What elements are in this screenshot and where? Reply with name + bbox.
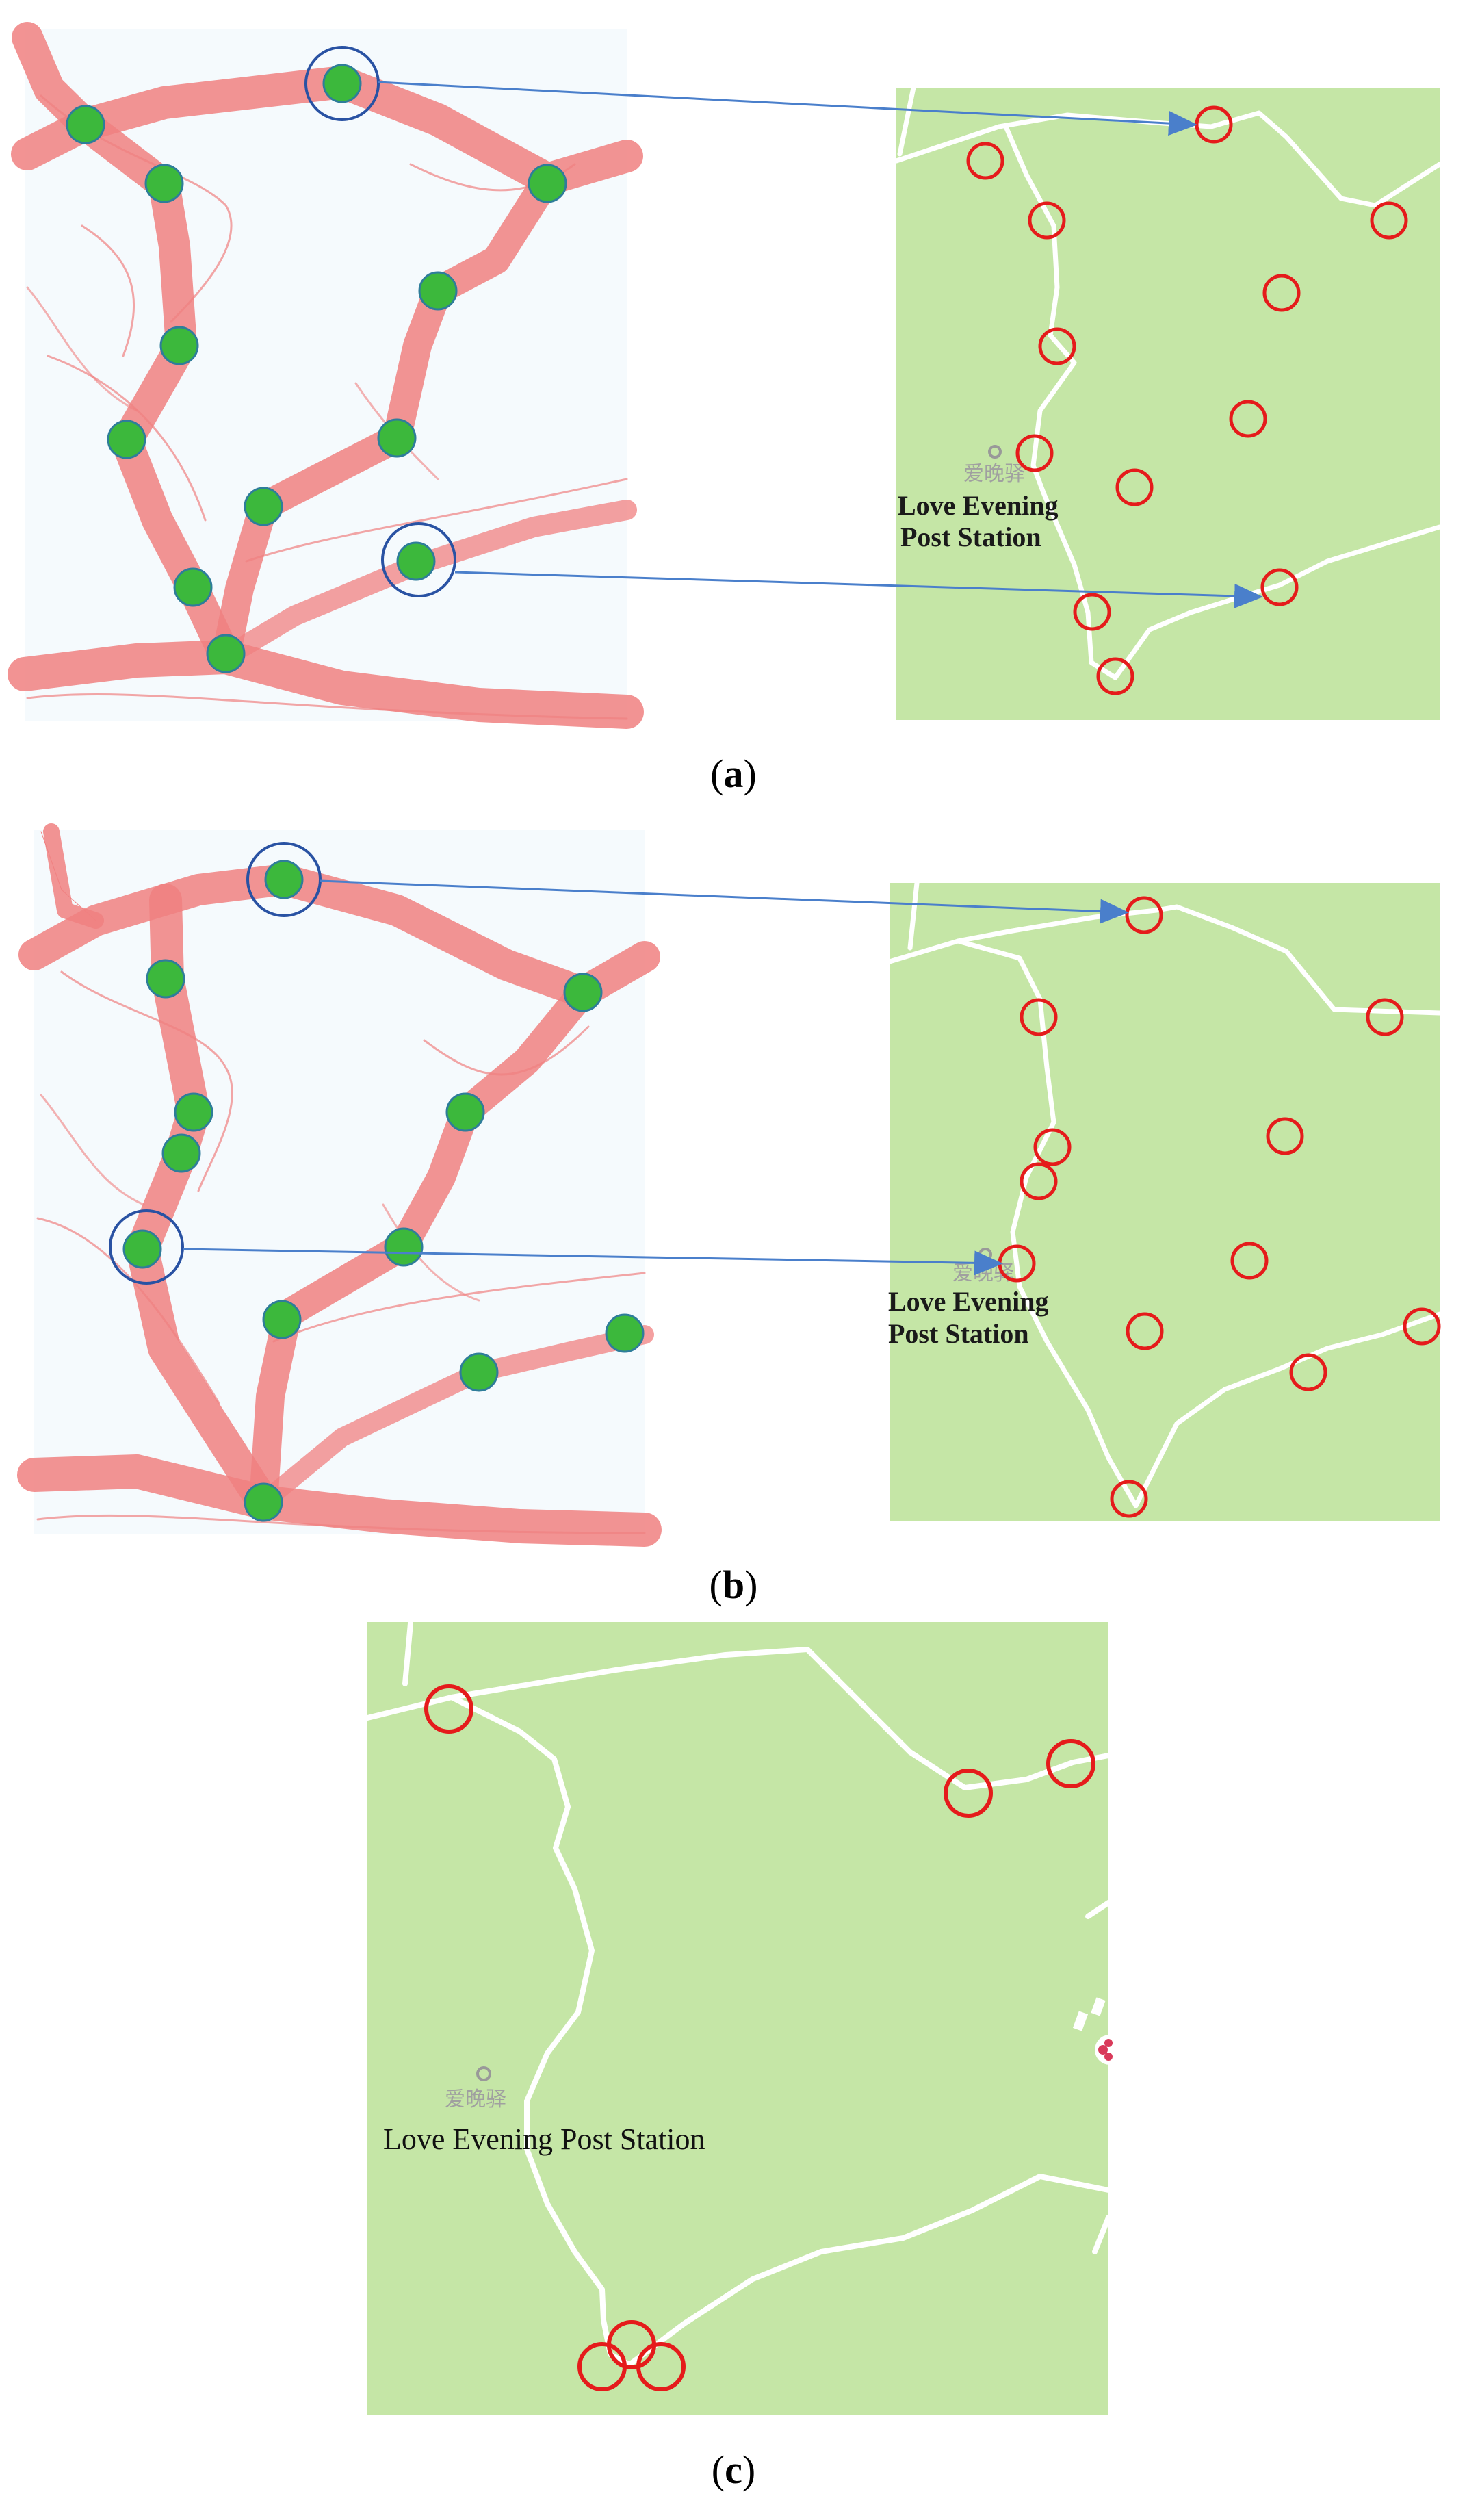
matched-point-marker	[424, 1684, 473, 1734]
trajectory-node	[418, 271, 458, 311]
match-arrow	[183, 1248, 1003, 1276]
panel-c-roads	[365, 1621, 1111, 2367]
matched-point-marker	[1266, 1117, 1304, 1155]
poi-chinese-label: 爱晚驿	[445, 2087, 506, 2111]
panel-a-nodes	[66, 64, 567, 673]
panel-b-nodes	[122, 860, 645, 1522]
panel-c-landmark	[1072, 1997, 1125, 2065]
matched-point-marker	[1028, 201, 1066, 240]
matched-point-marker	[1110, 1480, 1148, 1518]
panel-a-caption: (a)	[710, 751, 757, 796]
matched-point-marker	[1038, 327, 1076, 365]
matched-point-marker	[1096, 657, 1134, 695]
panel-a-map	[896, 88, 1440, 720]
poi-chinese-label: 爱晚驿	[963, 462, 1025, 486]
matched-point-marker	[1126, 1312, 1164, 1350]
matched-point-marker	[577, 2342, 627, 2391]
matched-point-marker	[1020, 1162, 1058, 1200]
poi-label-full: Love Evening Post Station	[383, 2122, 705, 2156]
matched-point-marker	[1230, 1242, 1269, 1280]
poi-pin-icon	[988, 445, 1002, 459]
attraction-icon-dot	[1104, 2039, 1113, 2047]
trajectory-node	[144, 164, 184, 203]
panel-b-markers	[998, 896, 1441, 1518]
trajectory-node	[264, 860, 304, 899]
panel-c-markers	[424, 1684, 1095, 2391]
attraction-icon	[1095, 2035, 1125, 2065]
poi-label-line2: Post Station	[900, 522, 1041, 552]
match-arrow	[378, 81, 1197, 136]
panel-c: 爱晚驿 Love Evening Post Station (c)	[365, 1621, 1125, 2492]
highlight-ring	[109, 1209, 184, 1285]
trajectory-node	[206, 634, 246, 673]
attraction-icon-dot	[1104, 2053, 1113, 2061]
trajectory-node	[66, 105, 105, 144]
trajectory-node	[122, 1229, 162, 1269]
trajectory-node	[244, 1482, 283, 1522]
trajectory-node	[445, 1092, 485, 1132]
poi-label-line1: Love Evening	[888, 1286, 1048, 1317]
panel-a: 爱晚驿 Love Evening Post Station (a)	[8, 22, 1442, 796]
matched-point-marker	[1403, 1307, 1441, 1346]
match-arrow	[454, 571, 1263, 608]
panel-b-caption: (b)	[710, 1563, 758, 1607]
matched-point-marker	[1366, 998, 1404, 1036]
trajectory-node	[396, 541, 436, 581]
highlight-ring	[381, 522, 456, 597]
matched-point-marker	[636, 2342, 686, 2391]
trajectory-node	[262, 1300, 302, 1339]
trajectory-node	[146, 959, 185, 999]
panel-a-poi: 爱晚驿 Love Evening Post Station	[898, 445, 1058, 552]
highlight-ring	[246, 842, 322, 917]
trajectory-node	[244, 487, 283, 526]
panel-c-map	[367, 1622, 1108, 2415]
poi-label-line2: Post Station	[888, 1318, 1029, 1349]
matched-point-marker	[1073, 593, 1111, 631]
poi-pin-icon	[476, 2066, 491, 2081]
trajectory-node	[322, 64, 362, 103]
matched-point-marker	[966, 142, 1004, 180]
trajectory-node	[174, 1092, 213, 1132]
trajectory-node	[161, 1133, 201, 1173]
panel-b-trajectory-plot	[34, 830, 645, 1534]
trajectory-node	[384, 1227, 424, 1267]
landmark-block	[1091, 1997, 1106, 2016]
trajectory-node	[173, 567, 213, 607]
trajectory-node	[605, 1313, 645, 1353]
matched-point-marker	[1015, 434, 1054, 472]
panel-b: 爱晚驿 Love Evening Post Station (b)	[17, 823, 1442, 1607]
matched-point-marker	[1289, 1353, 1327, 1391]
highlight-ring	[304, 46, 380, 121]
landmark-block	[1072, 2011, 1089, 2031]
trajectory-node	[107, 420, 146, 459]
panel-c-caption: (c)	[712, 2447, 755, 2492]
poi-label-line1: Love Evening	[898, 490, 1058, 521]
trajectory-node	[528, 164, 567, 203]
attraction-icon-dot	[1098, 2045, 1108, 2055]
trajectory-node	[159, 326, 199, 365]
panel-b-poi: 爱晚驿 Love Evening Post Station	[888, 1248, 1048, 1349]
panel-c-poi: 爱晚驿 Love Evening Post Station	[383, 2066, 705, 2156]
panel-b-roads	[887, 880, 1442, 1508]
panel-a-markers	[966, 105, 1408, 695]
matched-point-marker	[944, 1769, 993, 1818]
matched-point-marker	[1115, 468, 1154, 506]
trajectory-node	[377, 418, 417, 458]
matched-point-marker	[1262, 274, 1301, 312]
matched-point-marker	[1020, 998, 1058, 1036]
trajectory-node	[459, 1352, 499, 1392]
trajectory-node	[563, 973, 603, 1012]
matched-point-marker	[1046, 1739, 1095, 1788]
panel-b-map	[890, 883, 1440, 1521]
matched-point-marker	[1370, 201, 1408, 240]
matched-point-marker	[1229, 400, 1267, 438]
matched-point-marker	[1033, 1128, 1072, 1166]
match-arrow	[320, 879, 1129, 924]
